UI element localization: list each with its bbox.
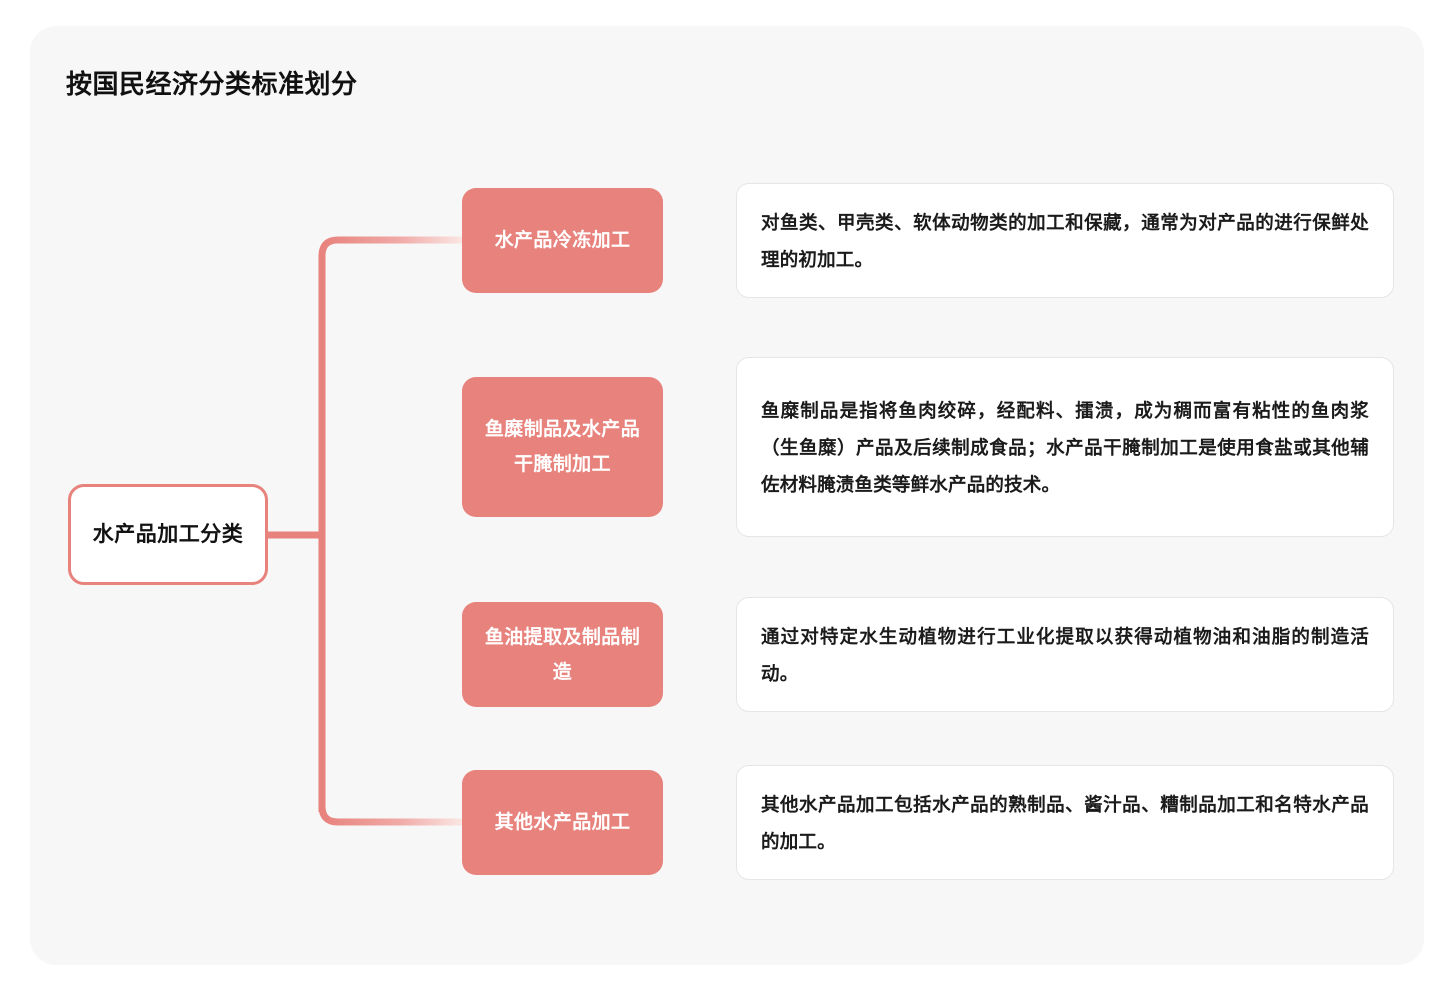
branch-node-4[interactable]: 其他水产品加工 <box>462 770 663 875</box>
description-card-2-text: 鱼糜制品是指将鱼肉绞碎，经配料、擂溃，成为稠而富有粘性的鱼肉浆（生鱼糜）产品及后… <box>761 399 1369 495</box>
branch-node-4-label: 其他水产品加工 <box>494 812 631 833</box>
branch-node-2-label: 鱼糜制品及水产品干腌制加工 <box>484 419 641 475</box>
branch-node-1[interactable]: 水产品冷冻加工 <box>462 188 663 293</box>
description-card-2[interactable]: 鱼糜制品是指将鱼肉绞碎，经配料、擂溃，成为稠而富有粘性的鱼肉浆（生鱼糜）产品及后… <box>736 357 1394 537</box>
description-card-3[interactable]: 通过对特定水生动植物进行工业化提取以获得动植物油和油脂的制造活动。 <box>736 597 1394 712</box>
root-node-label: 水产品加工分类 <box>92 522 244 546</box>
branch-node-1-label: 水产品冷冻加工 <box>494 230 631 251</box>
branch-node-2[interactable]: 鱼糜制品及水产品干腌制加工 <box>462 377 663 517</box>
description-card-1-text: 对鱼类、甲壳类、软体动物类的加工和保藏，通常为对产品的进行保鲜处理的初加工。 <box>761 211 1369 270</box>
root-node[interactable]: 水产品加工分类 <box>68 484 268 585</box>
branch-node-3[interactable]: 鱼油提取及制品制造 <box>462 602 663 707</box>
description-card-4[interactable]: 其他水产品加工包括水产品的熟制品、酱汁品、糟制品加工和名特水产品的加工。 <box>736 765 1394 880</box>
description-card-1[interactable]: 对鱼类、甲壳类、软体动物类的加工和保藏，通常为对产品的进行保鲜处理的初加工。 <box>736 183 1394 298</box>
description-card-3-text: 通过对特定水生动植物进行工业化提取以获得动植物油和油脂的制造活动。 <box>761 625 1369 684</box>
description-card-4-text: 其他水产品加工包括水产品的熟制品、酱汁品、糟制品加工和名特水产品的加工。 <box>761 793 1369 852</box>
branch-node-3-label: 鱼油提取及制品制造 <box>484 626 641 683</box>
page-title: 按国民经济分类标准划分 <box>66 69 358 99</box>
